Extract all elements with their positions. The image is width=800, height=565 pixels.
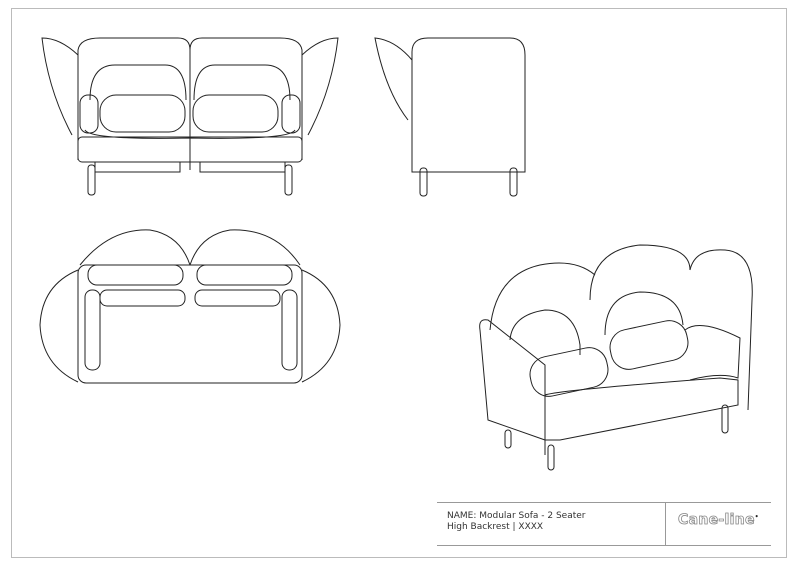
logo-mark: • xyxy=(754,513,759,521)
front-view xyxy=(41,37,339,196)
title-block-divider xyxy=(665,502,666,545)
side-view xyxy=(374,37,526,197)
title-block-top-rule xyxy=(437,502,771,503)
perspective-view xyxy=(479,244,753,471)
logo-text: Cane-line xyxy=(678,512,755,529)
top-view xyxy=(39,229,341,384)
title-block-bottom-rule xyxy=(437,545,771,546)
product-name: NAME: Modular Sofa - 2 Seater xyxy=(447,511,586,521)
drawing-frame xyxy=(11,8,787,558)
title-block-text: NAME: Modular Sofa - 2 Seater High Backr… xyxy=(447,511,586,533)
cane-line-logo: Cane-line• xyxy=(678,512,759,529)
product-variant: High Backrest | XXXX xyxy=(447,522,544,532)
